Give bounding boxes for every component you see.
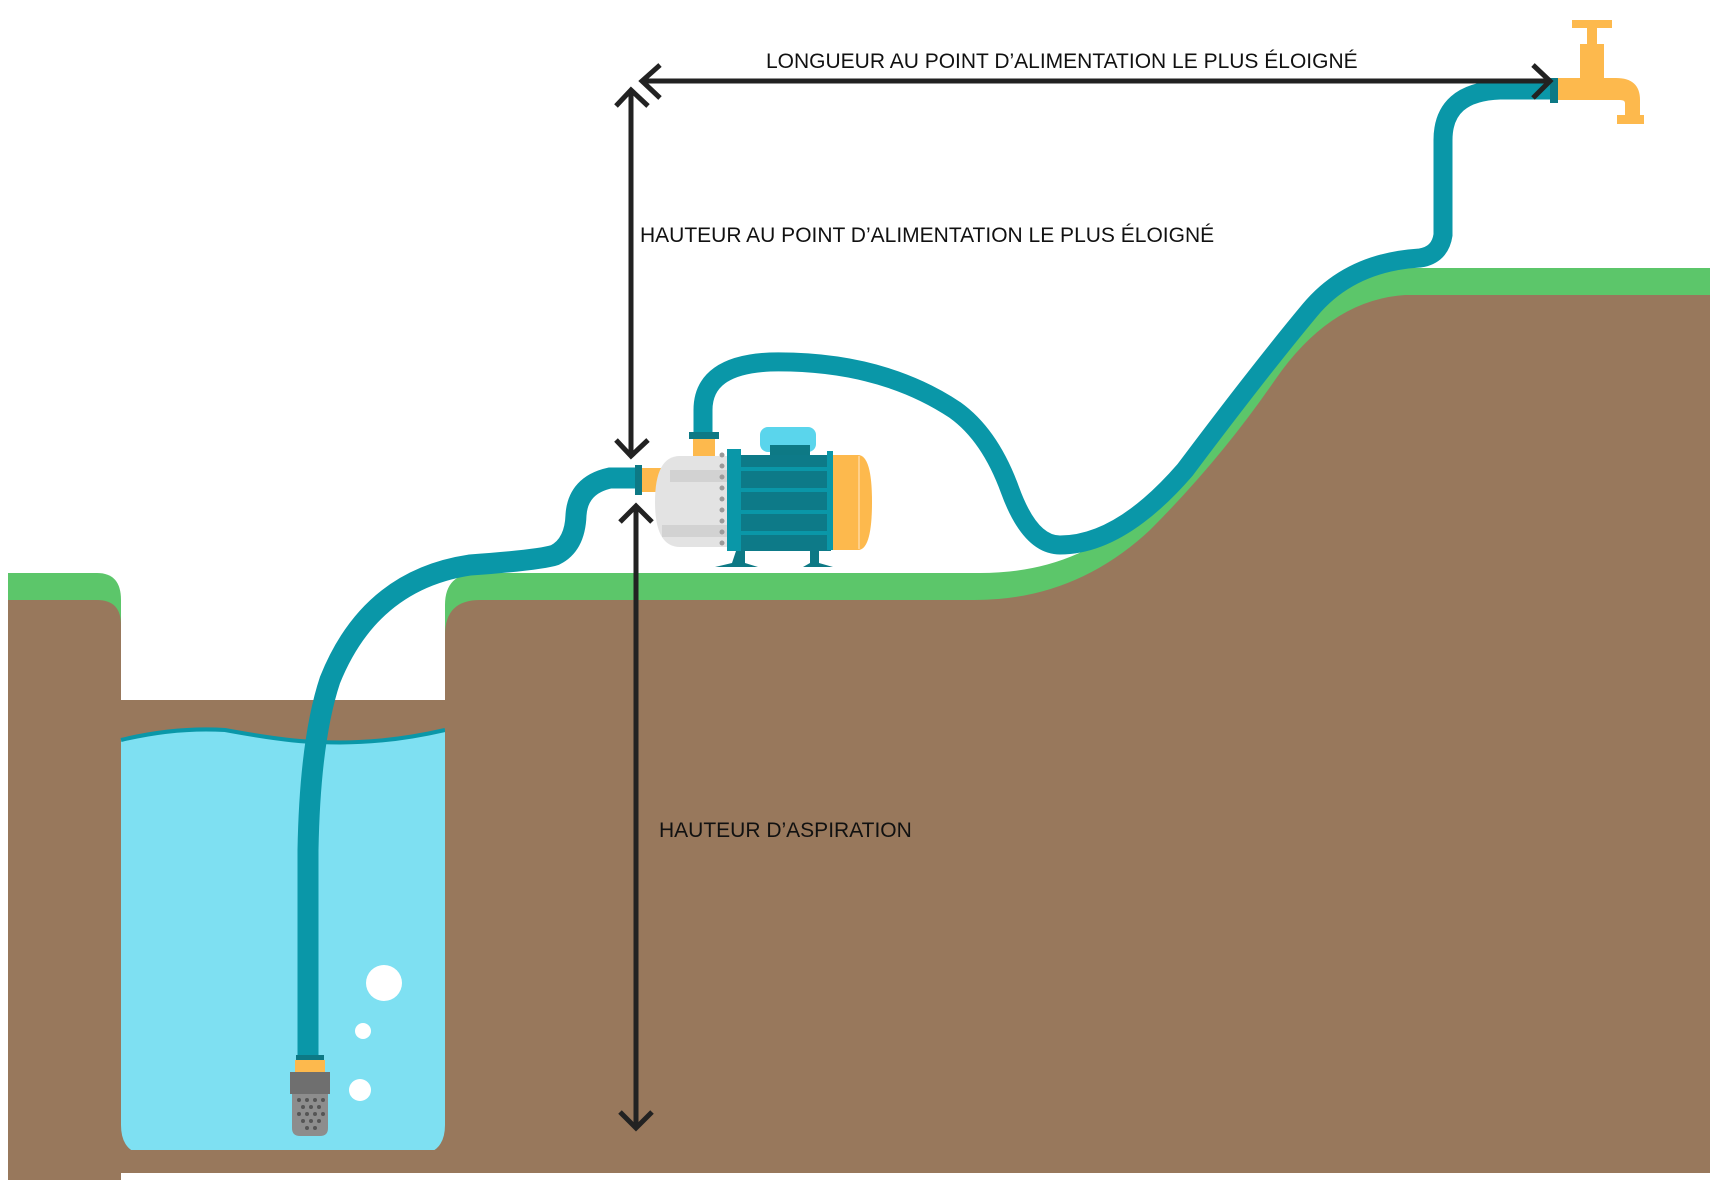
pump-icon [635,427,872,567]
bubble-medium [349,1079,371,1101]
water-surface-line [120,727,446,745]
suction-height-dimension-arrow [618,502,654,1132]
strainer-icon [290,1055,330,1136]
right-ground-soil [445,295,1710,1173]
left-bank [8,573,121,1180]
suction-height-label: HAUTEUR D’ASPIRATION [659,819,912,842]
bubble-large [366,965,402,1001]
well-water [121,729,445,1155]
right-ground [445,268,1710,1173]
left-bank-soil [8,600,121,1180]
height-to-furthest-point-label: HAUTEUR AU POINT D’ALIMENTATION LE PLUS … [640,224,1215,247]
length-to-furthest-point-label: LONGUEUR AU POINT D’ALIMENTATION LE PLUS… [766,50,1358,73]
delivery-hose [693,80,1550,555]
ground-base [8,1150,1710,1173]
faucet-icon [1550,20,1644,124]
length-dimension-arrow [638,63,1554,100]
bubble-small [355,1023,371,1039]
suction-hose [297,467,640,1055]
height-dimension-arrow [614,86,650,460]
